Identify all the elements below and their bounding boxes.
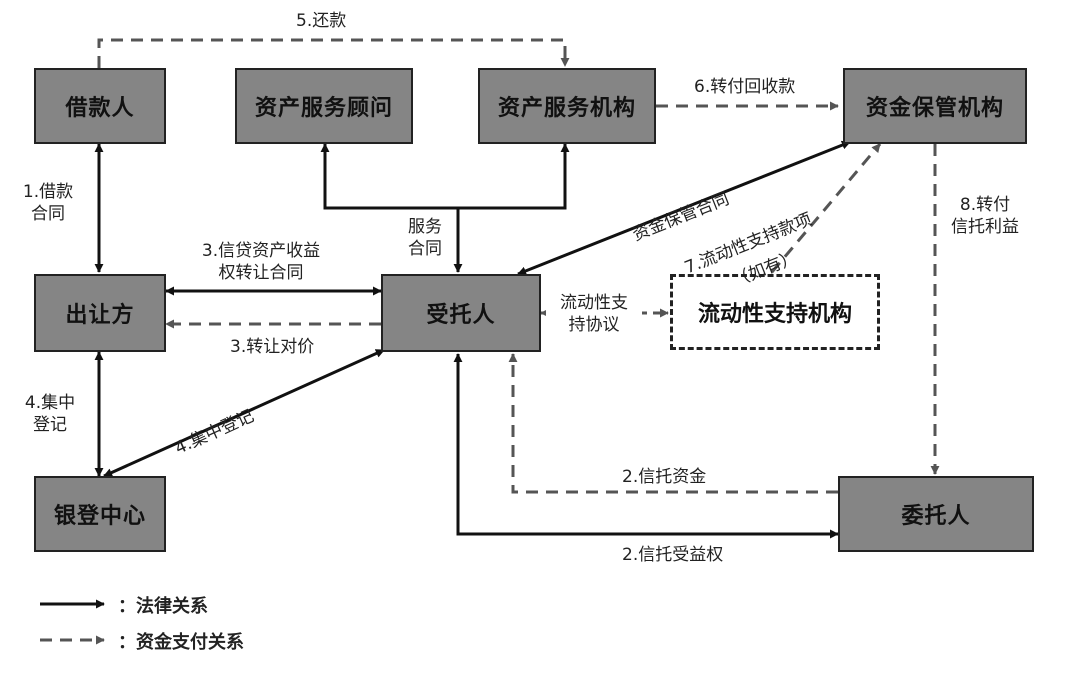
service-contract-bracket [320,143,570,210]
loan-contract-label: 1.借款 合同 [18,181,78,225]
transfer-trust-benefit-label-line2: 信托利益 [951,217,1019,237]
central-registration-diag-arrow [103,348,385,478]
custody-contract-arrow [517,140,851,276]
credit-asset-transfer-label-line2: 权转让合同 [218,263,304,283]
repayment-label: 5.还款 [296,11,347,31]
central-registration-label: 4.集中 登记 [20,392,80,436]
asset-service-agency-node: 资产服务机构 [478,68,656,144]
trust-beneficial-rights-label: 2.信托受益权 [622,545,724,565]
liquidity-agreement-label-line2: 持协议 [568,315,620,335]
registration-center-node: 银登中心 [34,476,166,552]
credit-asset-transfer-label: 3.信贷资产收益 权转让合同 [186,240,336,284]
trustee-node: 受托人 [381,274,541,352]
transfer-trust-benefit-label-line1: 8.转付 [959,195,1011,215]
transfer-collections-label: 6.转付回收款 [694,77,796,97]
loan-contract-label-line1: 1.借款 [22,182,74,202]
liquidity-payment-arrow [770,143,882,273]
liquidity-agreement-label-line1: 流动性支 [560,293,628,313]
settlor-node: 委托人 [838,476,1034,552]
liquidity-support-agency-node: 流动性支持机构 [670,274,880,350]
asset-service-advisor-node: 资产服务顾问 [235,68,413,144]
loan-contract-label-line2: 合同 [31,204,65,224]
fund-custodian-node: 资金保管机构 [843,68,1027,144]
transfer-consideration-label: 3.转让对价 [230,337,315,357]
service-contract-label: 服务 合同 [400,216,450,260]
trust-beneficial-rights-arrow [453,353,839,539]
transfer-trust-benefit-label: 8.转付 信托利益 [940,194,1030,238]
service-contract-label-line1: 服务 [408,217,442,237]
credit-asset-transfer-label-line1: 3.信贷资产收益 [201,241,321,261]
central-registration-label-line1: 4.集中 [24,393,76,413]
service-contract-label-line2: 合同 [408,239,442,259]
legend-legal-relationship: ：法律关系 [118,596,208,617]
central-registration-label-line2: 登记 [33,415,67,435]
borrower-node: 借款人 [34,68,166,144]
repayment-arrow [97,38,570,68]
transferor-node: 出让方 [34,274,166,352]
liquidity-agreement-label: 流动性支 持协议 [546,292,642,336]
legend-fund-payment-relationship: ：资金支付关系 [118,632,244,653]
trust-funds-label: 2.信托资金 [622,467,707,487]
